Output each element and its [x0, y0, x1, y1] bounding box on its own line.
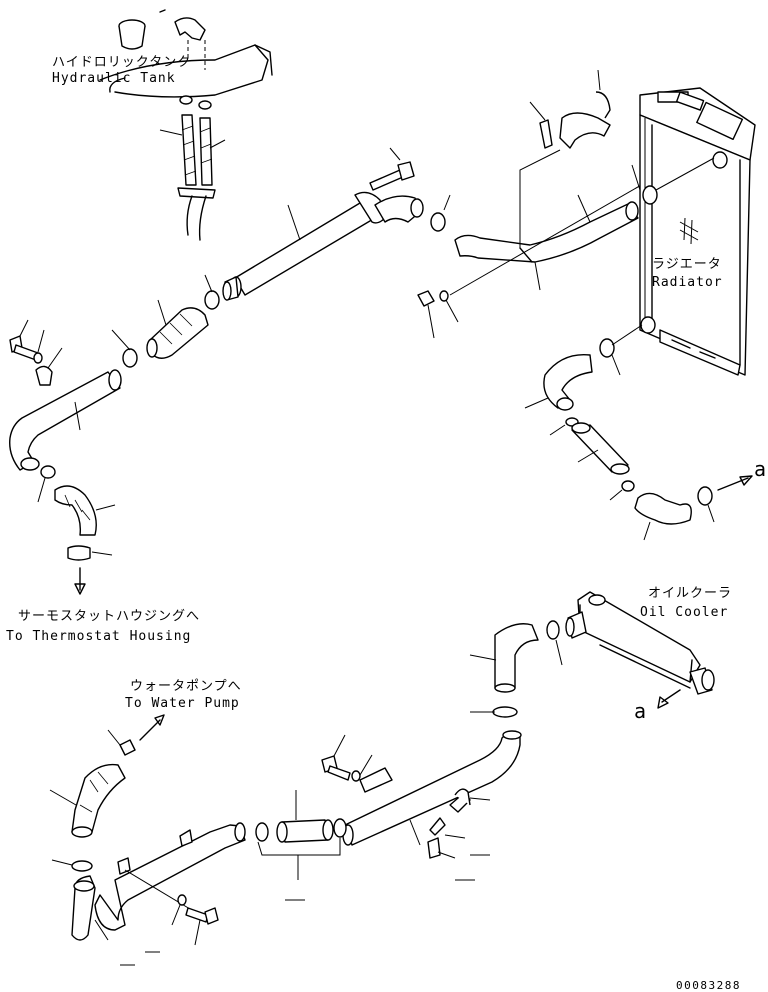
- lower-bottom-bolt: [171, 894, 219, 946]
- upper-long-pipe: [222, 191, 424, 301]
- hydraulic-tank-en-label: Hydraulic Tank: [52, 71, 176, 86]
- lower-radiator-hose: [524, 353, 593, 436]
- drawing-number: 00083288: [676, 979, 741, 992]
- lower-left-bent-pipe: [71, 822, 246, 966]
- radiator-clamps: [599, 157, 715, 376]
- upper-small-hose: [529, 69, 611, 149]
- thermostat-jp-label: サーモスタットハウジングへ: [18, 609, 200, 624]
- reference-a-bottom: a: [634, 699, 646, 723]
- reference-a-top: a: [754, 457, 766, 481]
- oil-cooler: [565, 591, 715, 709]
- radiator-jp-label: ラジエータ: [652, 257, 722, 272]
- left-hardware: [9, 319, 63, 386]
- left-bent-pipe: [9, 369, 122, 503]
- oil-cooler-jp-label: オイルクーラ: [648, 586, 732, 601]
- thermostat-en-label: To Thermostat Housing: [6, 629, 191, 644]
- lower-curved-hose: [634, 475, 753, 541]
- lower-center-hose: [255, 790, 347, 901]
- upper-radiator-hose: [454, 149, 639, 291]
- water-pump-en-label: To Water Pump: [125, 696, 240, 711]
- water-pump-jp-label: ウォータポンプへ: [130, 679, 242, 694]
- radiator-grid-icon: [679, 217, 699, 245]
- hydraulic-tank: [99, 9, 273, 98]
- tank-hoses: [159, 95, 226, 241]
- lower-straight-tube: [571, 422, 635, 501]
- hydraulic-tank-jp-label: ハイドロリックタンク: [52, 55, 191, 70]
- oil-cooler-hose: [469, 620, 563, 718]
- lower-bolt-washer: [321, 734, 373, 782]
- upper-nut-washer: [417, 179, 651, 339]
- upper-clamp-right: [430, 194, 451, 232]
- radiator: [639, 87, 756, 376]
- tank-elbow-fitting: [174, 17, 206, 41]
- water-pump-hose: [49, 714, 165, 872]
- radiator-en-label: Radiator: [652, 275, 723, 290]
- lower-main-pipe: [342, 730, 522, 846]
- middle-hose: [111, 274, 220, 368]
- thermostat-hose: [54, 485, 116, 595]
- lower-fittings: [427, 788, 491, 881]
- upper-bolt: [369, 147, 415, 191]
- lower-pipe-bracket: [359, 767, 393, 793]
- oil-cooler-en-label: Oil Cooler: [640, 605, 728, 620]
